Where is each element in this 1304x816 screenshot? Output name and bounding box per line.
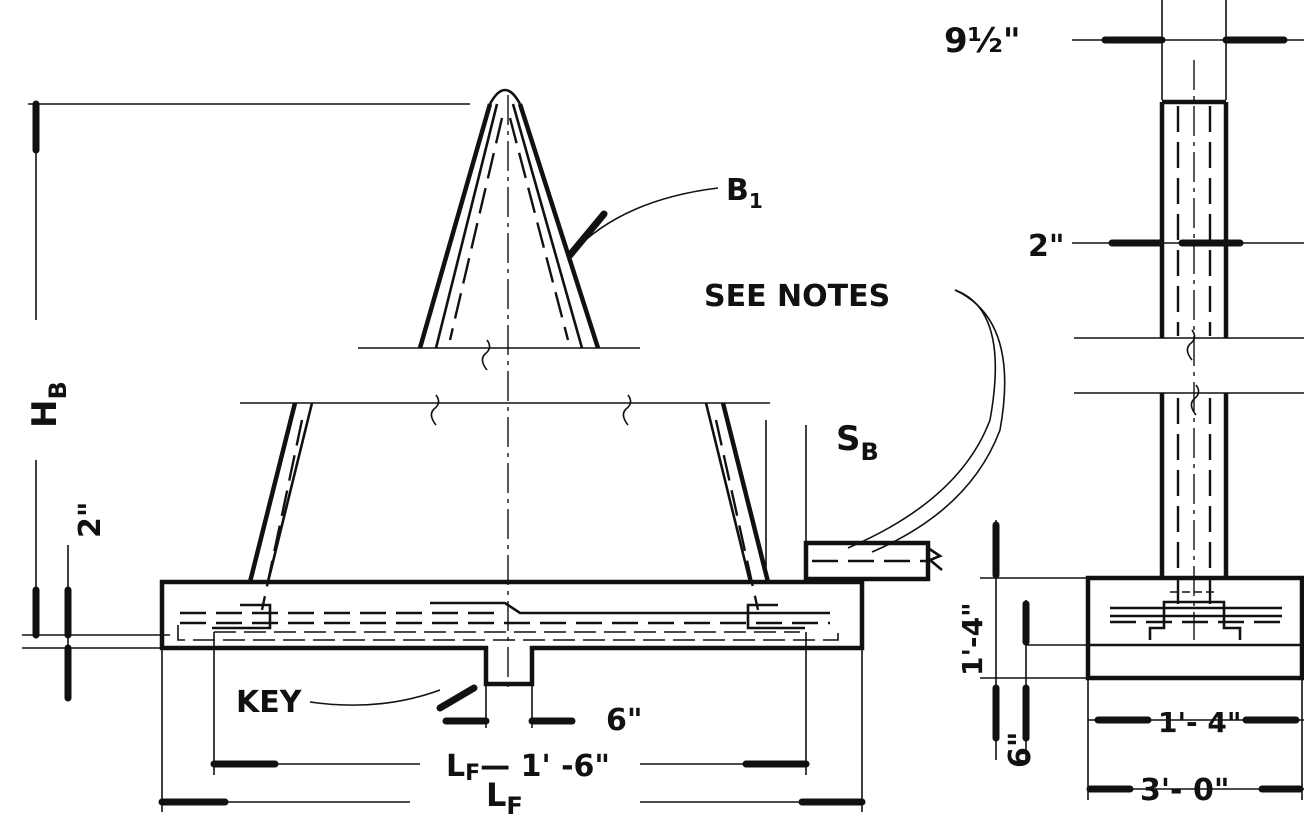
right-leg-upper-outer: [517, 103, 601, 349]
bar-b1-label: B1: [726, 173, 763, 213]
footing-rebar-splice: [430, 601, 830, 615]
key-label: KEY: [236, 685, 303, 720]
left-leg-upper-inner: [434, 103, 499, 349]
footing-stirrup-outer: [177, 625, 839, 641]
key-width-label: 6": [606, 703, 643, 738]
key-leader: [309, 689, 441, 706]
footing-width-label: 3'- 0": [1140, 773, 1229, 808]
right-leg-lower-inner: [704, 402, 752, 583]
see-notes-leader-1: [847, 289, 997, 549]
left-leg-lower-rebar: [260, 419, 304, 611]
stem-width-label: 1'- 4": [1158, 706, 1242, 739]
break-mark-lower-left: [430, 394, 440, 426]
see-notes-label: SEE NOTES: [704, 279, 890, 314]
right-hook: [746, 603, 805, 630]
b1-leader-arrow: [566, 210, 608, 259]
right-leg-upper-inner: [511, 103, 584, 349]
footing-length-label: LF: [486, 776, 523, 816]
side-elevation: [980, 0, 1304, 800]
b1-leader: [569, 187, 719, 256]
side-footing-stirrup: [1148, 600, 1242, 640]
right-leg-upper-rebar: [508, 117, 570, 341]
left-leg-lower-inner: [266, 402, 314, 583]
break-mark-lower-right: [622, 394, 632, 426]
apex-cap: [488, 88, 522, 105]
height-hb-label: HB: [25, 381, 72, 428]
slab-break-mark: [927, 546, 943, 571]
right-leg-lower-rebar: [714, 419, 760, 611]
left-hook: [212, 603, 272, 630]
left-leg-upper-outer: [417, 103, 493, 349]
side-break-mark-lower: [1190, 384, 1200, 416]
right-leg-lower-outer: [720, 402, 771, 583]
key-depth-label: 6": [1003, 731, 1038, 768]
left-leg-lower-outer: [247, 402, 298, 583]
key-leader-arrow: [436, 684, 478, 712]
footing-outline: [159, 579, 865, 687]
side-footing: [1085, 575, 1304, 681]
slab-sb-label: SB: [836, 419, 879, 466]
side-cover-label: 2": [1028, 229, 1065, 264]
inner-length-label: LF— 1' -6": [446, 749, 610, 786]
break-mark-upper: [481, 339, 491, 371]
left-leg-upper-rebar: [448, 117, 504, 341]
side-break-mark-upper: [1186, 329, 1196, 361]
front-elevation: [22, 88, 1006, 812]
cover-2in-label: 2": [73, 501, 108, 538]
top-thickness-label: 9½": [944, 21, 1021, 61]
depth-1ft4in-label: 1'-4": [956, 602, 989, 676]
see-notes-leader-2: [871, 289, 1006, 553]
